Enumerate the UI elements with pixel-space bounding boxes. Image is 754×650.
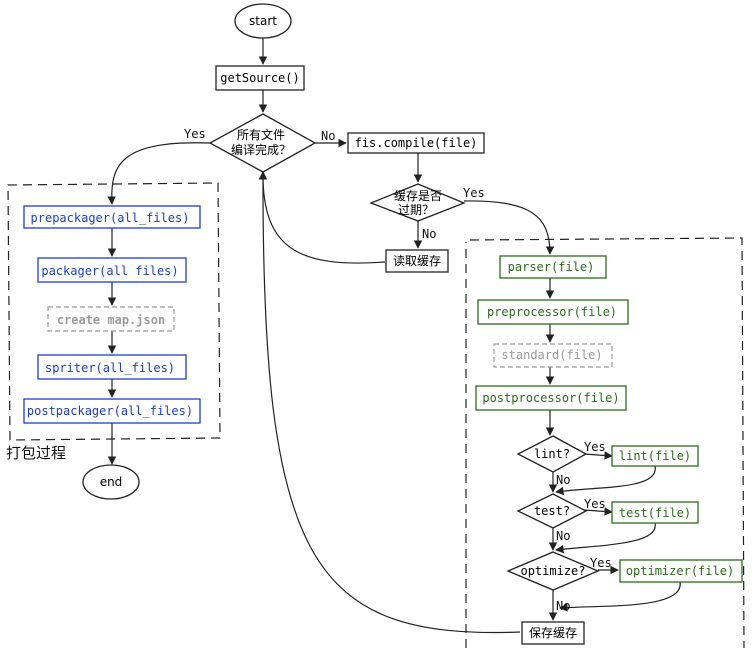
edge-cache-yes-parser xyxy=(463,200,555,255)
preprocessor-box xyxy=(477,299,629,325)
all-compiled-decision xyxy=(208,113,317,173)
optimizer-label: optimizer(file) xyxy=(626,564,734,578)
start-terminal xyxy=(234,3,292,39)
save-cache-box xyxy=(521,621,585,645)
cache-expired-line2: 过期？ xyxy=(398,203,434,217)
optimize-decision-label: optimize? xyxy=(520,564,585,578)
packaging-group-title: 打包过程 xyxy=(6,444,66,462)
edge-label-yes-opt: Yes xyxy=(590,556,612,570)
parser-box xyxy=(499,255,607,279)
cache-expired-decision xyxy=(369,183,466,222)
test-label: test(file) xyxy=(619,506,691,520)
getsource-box xyxy=(215,65,305,91)
edge-opt-return xyxy=(559,581,681,612)
end-terminal xyxy=(82,464,140,500)
edge-label-no-1: No xyxy=(321,129,335,143)
edge-label-yes-1: Yes xyxy=(184,127,206,141)
postprocessor-label: postprocessor(file) xyxy=(482,391,619,405)
lint-decision-label: lint? xyxy=(534,447,570,461)
edge-label-no-opt: No xyxy=(556,599,570,613)
standard-label: standard(file) xyxy=(501,348,602,362)
fis-compile-label: fis.compile(file) xyxy=(355,136,478,150)
edge-lint-yes xyxy=(583,451,613,460)
lint-box xyxy=(611,445,699,467)
edge-decision-yes-prepackager xyxy=(107,142,211,205)
edge-label-yes-2: Yes xyxy=(463,186,485,200)
edge-lint-return xyxy=(555,465,656,496)
parser-label: parser(file) xyxy=(508,260,595,274)
packaging-group-frame xyxy=(7,182,221,441)
optimize-decision xyxy=(506,551,600,591)
edge-test-yes xyxy=(583,507,613,516)
postprocessor-box xyxy=(475,385,627,411)
edge-label-yes-lint: Yes xyxy=(584,440,606,454)
spriter-label: spriter(all_files) xyxy=(45,361,175,375)
read-cache-label: 读取缓存 xyxy=(393,254,441,268)
edge-label-yes-test: Yes xyxy=(584,497,606,511)
all-compiled-line2: 编译完成？ xyxy=(231,142,291,157)
spriter-box xyxy=(37,354,187,380)
postpackager-box xyxy=(23,398,201,424)
fis-compile-box xyxy=(347,132,485,154)
edge-savecache-decision xyxy=(258,171,521,634)
lint-label: lint(file) xyxy=(619,449,691,463)
standard-box xyxy=(493,343,613,368)
test-decision xyxy=(516,493,588,529)
cache-expired-line1: 缓存是否 xyxy=(394,189,442,203)
end-label: end xyxy=(100,475,123,489)
prepackager-label: prepackager(all_files) xyxy=(31,211,190,225)
test-box xyxy=(611,501,699,524)
create-map-box xyxy=(47,306,175,332)
packager-label: packager(all files) xyxy=(41,264,178,278)
packager-box xyxy=(37,257,187,283)
all-compiled-line1: 所有文件 xyxy=(237,127,285,142)
optimizer-box xyxy=(619,559,743,583)
prepackager-box xyxy=(23,205,201,229)
edge-test-return xyxy=(555,522,656,554)
getsource-label: getSource() xyxy=(220,71,299,85)
lint-decision xyxy=(516,435,588,473)
test-decision-label: test? xyxy=(534,504,570,518)
edge-label-no-test: No xyxy=(556,529,570,543)
preprocessor-label: preprocessor(file) xyxy=(487,305,617,319)
compile-group-frame xyxy=(465,237,745,649)
edge-label-no-2: No xyxy=(422,227,436,241)
edge-label-no-lint: No xyxy=(556,473,570,487)
postpackager-label: postpackager(all_files) xyxy=(27,404,193,418)
edge-readcache-decision xyxy=(258,171,386,264)
read-cache-box xyxy=(385,249,449,273)
create-map-label: create map.json xyxy=(57,313,165,327)
save-cache-label: 保存缓存 xyxy=(529,626,577,640)
start-label: start xyxy=(249,14,277,28)
